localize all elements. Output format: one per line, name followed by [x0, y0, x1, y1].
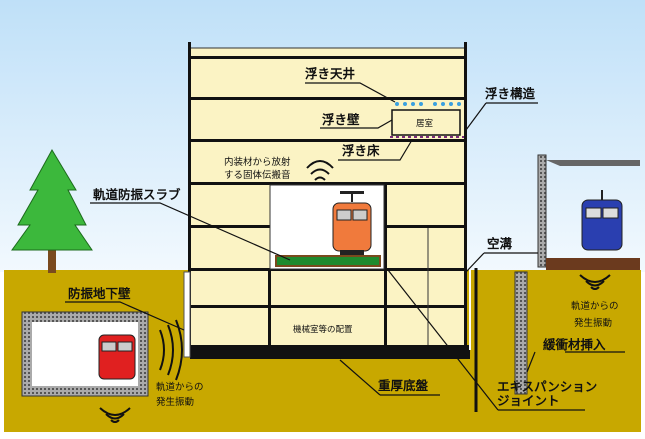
label-expansion-joint-1: エキスパンション: [497, 379, 597, 394]
label-air-trench: 空溝: [487, 236, 513, 251]
train-icon: [332, 191, 372, 255]
blue-train-icon: [581, 190, 623, 251]
living-room-box: [391, 109, 461, 136]
label-machine-room: 機械室等の配置: [293, 324, 353, 335]
label-radiated-sound-1: 内装材から放射: [224, 156, 291, 168]
label-floating-structure: 浮き構造: [485, 86, 536, 101]
leader-lines: [65, 82, 625, 411]
label-right-vibration-2: 発生振動: [574, 317, 612, 329]
buffer-material: [514, 271, 528, 395]
heavy-foundation-slab: [190, 345, 470, 359]
label-heavy-foundation: 重厚底盤: [378, 378, 429, 393]
subway-tunnel: [21, 311, 149, 397]
label-left-vibration-1: 軌道からの: [156, 381, 204, 393]
label-left-vibration-2: 発生振動: [156, 396, 194, 408]
underground-wall: [183, 271, 191, 358]
track-slab: [275, 255, 381, 267]
label-underground-wall: 防振地下壁: [68, 286, 131, 301]
label-expansion-joint-2: ジョイント: [497, 393, 560, 408]
tree-icon: [11, 148, 93, 273]
label-radiated-sound-2: する固体伝搬音: [224, 169, 291, 181]
label-floating-ceiling: 浮き天井: [305, 66, 356, 81]
label-track-slab: 軌道防振スラブ: [93, 187, 181, 202]
building: [188, 42, 478, 412]
label-floating-wall: 浮き壁: [322, 112, 360, 127]
platform: [546, 258, 640, 270]
label-floating-floor: 浮き床: [342, 143, 380, 158]
catenary-pole-icon: [537, 154, 640, 268]
label-right-vibration-1: 軌道からの: [571, 300, 619, 312]
label-living-room: 居室: [416, 118, 434, 129]
vibration-wave-icon: [99, 160, 611, 423]
label-buffer-material: 緩衝材挿入: [543, 337, 606, 352]
